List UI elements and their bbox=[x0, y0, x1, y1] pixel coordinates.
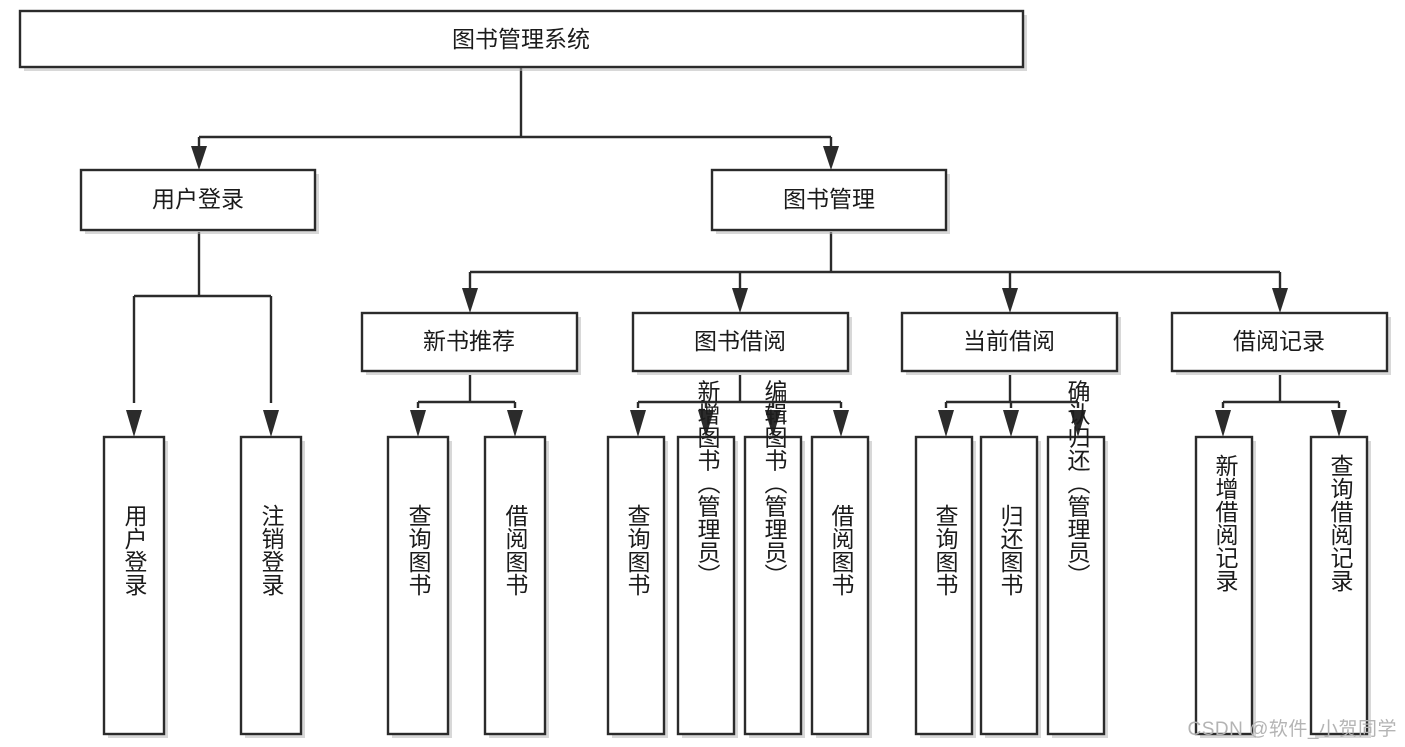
arrow-head-leaf-logout-login bbox=[263, 410, 279, 437]
node-leaf-user-login-label: 用户登录 bbox=[121, 504, 148, 596]
node-leaf-query-book-1-label: 查询图书 bbox=[405, 504, 432, 596]
node-leaf-add-record-label: 新增借阅记录 bbox=[1212, 454, 1239, 592]
node-leaf-edit-book-label: 编辑图书（管理员） bbox=[761, 380, 788, 587]
node-leaf-query-book-2[interactable]: 查询图书 bbox=[606, 435, 668, 738]
node-new-book-recommend[interactable]: 新书推荐 bbox=[360, 311, 581, 375]
node-leaf-return-book-box bbox=[979, 435, 1039, 736]
node-leaf-return-book[interactable]: 归还图书 bbox=[979, 435, 1041, 738]
node-book-management[interactable]: 图书管理 bbox=[710, 168, 950, 234]
node-book-management-label: 图书管理 bbox=[783, 186, 875, 212]
node-user-login-label: 用户登录 bbox=[152, 186, 244, 212]
node-leaf-borrow-book-1[interactable]: 借阅图书 bbox=[483, 435, 549, 738]
node-leaf-borrow-book-2-box bbox=[810, 435, 870, 736]
node-leaf-confirm-return-box bbox=[1046, 435, 1106, 736]
node-leaf-borrow-book-2-label: 借阅图书 bbox=[828, 504, 855, 596]
node-leaf-logout-login[interactable]: 注销登录 bbox=[239, 435, 305, 738]
node-leaf-logout-login-box bbox=[239, 435, 303, 736]
node-user-login[interactable]: 用户登录 bbox=[79, 168, 319, 234]
arrow-head-new-book-recommend bbox=[462, 288, 478, 313]
node-leaf-add-book-label: 新增图书（管理员） bbox=[694, 380, 721, 587]
arrow-head-leaf-edit-book bbox=[765, 410, 781, 437]
node-leaf-query-record-label: 查询借阅记录 bbox=[1327, 454, 1354, 592]
node-leaf-query-book-3-box bbox=[914, 435, 974, 736]
node-leaf-add-book[interactable]: 新增图书（管理员） bbox=[676, 380, 738, 739]
node-book-borrow-box bbox=[631, 311, 850, 373]
arrow-head-leaf-borrow-book-2 bbox=[833, 410, 849, 437]
arrow-head-leaf-add-record bbox=[1215, 410, 1231, 437]
node-leaf-query-book-1-box bbox=[386, 435, 450, 736]
node-user-login-box bbox=[79, 168, 317, 232]
node-current-borrow[interactable]: 当前借阅 bbox=[900, 311, 1121, 375]
arrow-head-book-management bbox=[823, 146, 839, 170]
node-root-box bbox=[18, 9, 1025, 69]
node-leaf-query-book-2-label: 查询图书 bbox=[624, 504, 651, 596]
node-book-management-box bbox=[710, 168, 948, 232]
node-book-borrow[interactable]: 图书借阅 bbox=[631, 311, 852, 375]
node-book-borrow-label: 图书借阅 bbox=[694, 328, 786, 354]
arrow-head-leaf-query-book-3 bbox=[938, 410, 954, 437]
node-root[interactable]: 图书管理系统 bbox=[18, 9, 1027, 71]
node-new-book-recommend-label: 新书推荐 bbox=[423, 328, 515, 354]
node-leaf-add-record-box bbox=[1194, 435, 1254, 736]
node-leaf-user-login[interactable]: 用户登录 bbox=[102, 435, 168, 738]
node-root-label: 图书管理系统 bbox=[452, 26, 590, 52]
arrow-head-current-borrow bbox=[1002, 288, 1018, 313]
node-leaf-query-book-2-box bbox=[606, 435, 666, 736]
node-leaf-user-login-box bbox=[102, 435, 166, 736]
node-current-borrow-box bbox=[900, 311, 1119, 373]
node-leaf-add-book-box bbox=[676, 435, 736, 736]
node-leaf-add-record[interactable]: 新增借阅记录 bbox=[1194, 435, 1256, 738]
edge-group bbox=[126, 67, 1347, 437]
node-leaf-edit-book[interactable]: 编辑图书（管理员） bbox=[743, 380, 805, 739]
node-borrow-record[interactable]: 借阅记录 bbox=[1170, 311, 1391, 375]
arrow-head-leaf-query-book-1 bbox=[410, 410, 426, 437]
node-leaf-confirm-return[interactable]: 确认归还（管理员） bbox=[1046, 380, 1108, 739]
node-leaf-borrow-book-1-label: 借阅图书 bbox=[502, 504, 529, 596]
node-leaf-query-record-box bbox=[1309, 435, 1369, 736]
node-leaf-query-book-3[interactable]: 查询图书 bbox=[914, 435, 976, 738]
arrow-head-borrow-record bbox=[1272, 288, 1288, 313]
arrow-head-book-borrow bbox=[732, 288, 748, 313]
arrow-head-leaf-query-record bbox=[1331, 410, 1347, 437]
node-leaf-borrow-book-1-box bbox=[483, 435, 547, 736]
arrow-head-leaf-user-login bbox=[126, 410, 142, 437]
node-borrow-record-label: 借阅记录 bbox=[1233, 328, 1325, 354]
arrow-head-leaf-confirm-return bbox=[1070, 410, 1086, 437]
arrow-head-leaf-add-book bbox=[698, 410, 714, 437]
arrow-head-user-login bbox=[191, 146, 207, 170]
node-leaf-confirm-return-label: 确认归还（管理员） bbox=[1064, 380, 1091, 587]
node-leaf-borrow-book-2[interactable]: 借阅图书 bbox=[810, 435, 872, 738]
node-borrow-record-box bbox=[1170, 311, 1389, 373]
node-leaf-query-book-3-label: 查询图书 bbox=[932, 504, 959, 596]
node-new-book-recommend-box bbox=[360, 311, 579, 373]
node-current-borrow-label: 当前借阅 bbox=[963, 328, 1055, 354]
node-leaf-query-book-1[interactable]: 查询图书 bbox=[386, 435, 452, 738]
arrow-head-leaf-borrow-book-1 bbox=[507, 410, 523, 437]
csdn-watermark: CSDN @软件_小贺同学 bbox=[1187, 719, 1397, 740]
node-leaf-query-record[interactable]: 查询借阅记录 bbox=[1309, 435, 1371, 738]
node-leaf-edit-book-box bbox=[743, 435, 803, 736]
node-leaf-logout-login-label: 注销登录 bbox=[258, 504, 285, 596]
node-leaf-return-book-label: 归还图书 bbox=[997, 504, 1024, 596]
arrow-head-leaf-query-book-2 bbox=[630, 410, 646, 437]
arrow-head-leaf-return-book bbox=[1003, 410, 1019, 437]
